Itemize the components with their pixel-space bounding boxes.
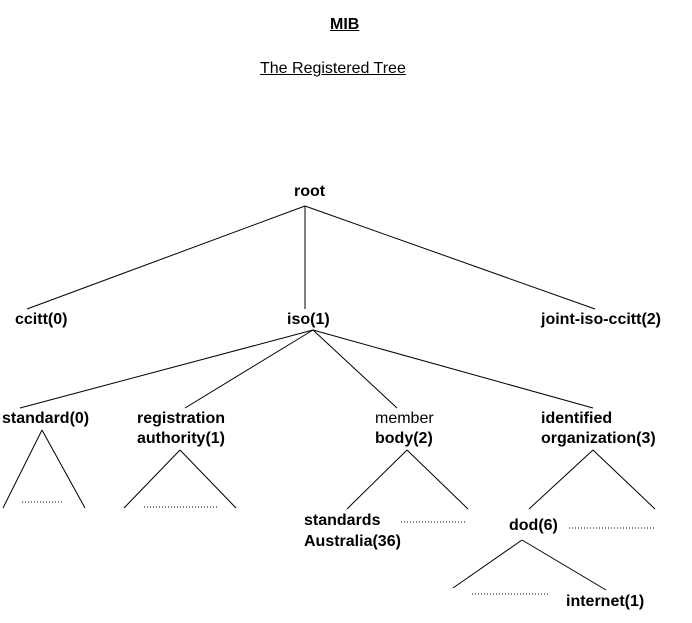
edge-dod-left [452,539,523,589]
edge-iso-standard [19,329,314,409]
edge-member-left [346,449,408,510]
node-registration-line2: authority(1) [137,430,225,447]
edge-iso-identified [312,329,594,409]
node-identified-line2: organization(3) [541,430,656,447]
node-internet: internet(1) [566,593,645,610]
node-member-line1: member [375,410,434,427]
node-joint-iso-ccitt: joint-iso-ccitt(2) [541,311,661,328]
node-identified-line1: identified [541,410,613,427]
edge-iso-registration [184,329,314,409]
node-standards-australia-line2: Australia(36) [304,533,401,550]
edge-registration-left [123,449,181,509]
node-ccitt: ccitt(0) [15,311,68,328]
node-dod: dod(6) [509,517,558,534]
node-root: root [294,183,326,200]
edge-identified-left [528,449,594,510]
node-registration-line1: registration [137,410,226,427]
edge-registration-right [179,449,237,509]
edge-dod-right [521,539,607,591]
diagram-subtitle: The Registered Tree [260,60,406,77]
edge-member-right [406,449,469,510]
edge-root-joint [304,205,596,310]
node-member-line2: body(2) [375,430,433,447]
edge-root-ccitt [26,205,306,310]
edge-iso-member [312,329,398,409]
diagram-title: MIB [330,16,360,33]
node-standard: standard(0) [2,410,90,427]
edge-standard-left [2,429,43,509]
node-standards-australia-line1: standards [304,512,381,529]
node-iso: iso(1) [287,311,330,328]
edge-standard-right [41,429,86,509]
edge-identified-right [592,449,656,510]
